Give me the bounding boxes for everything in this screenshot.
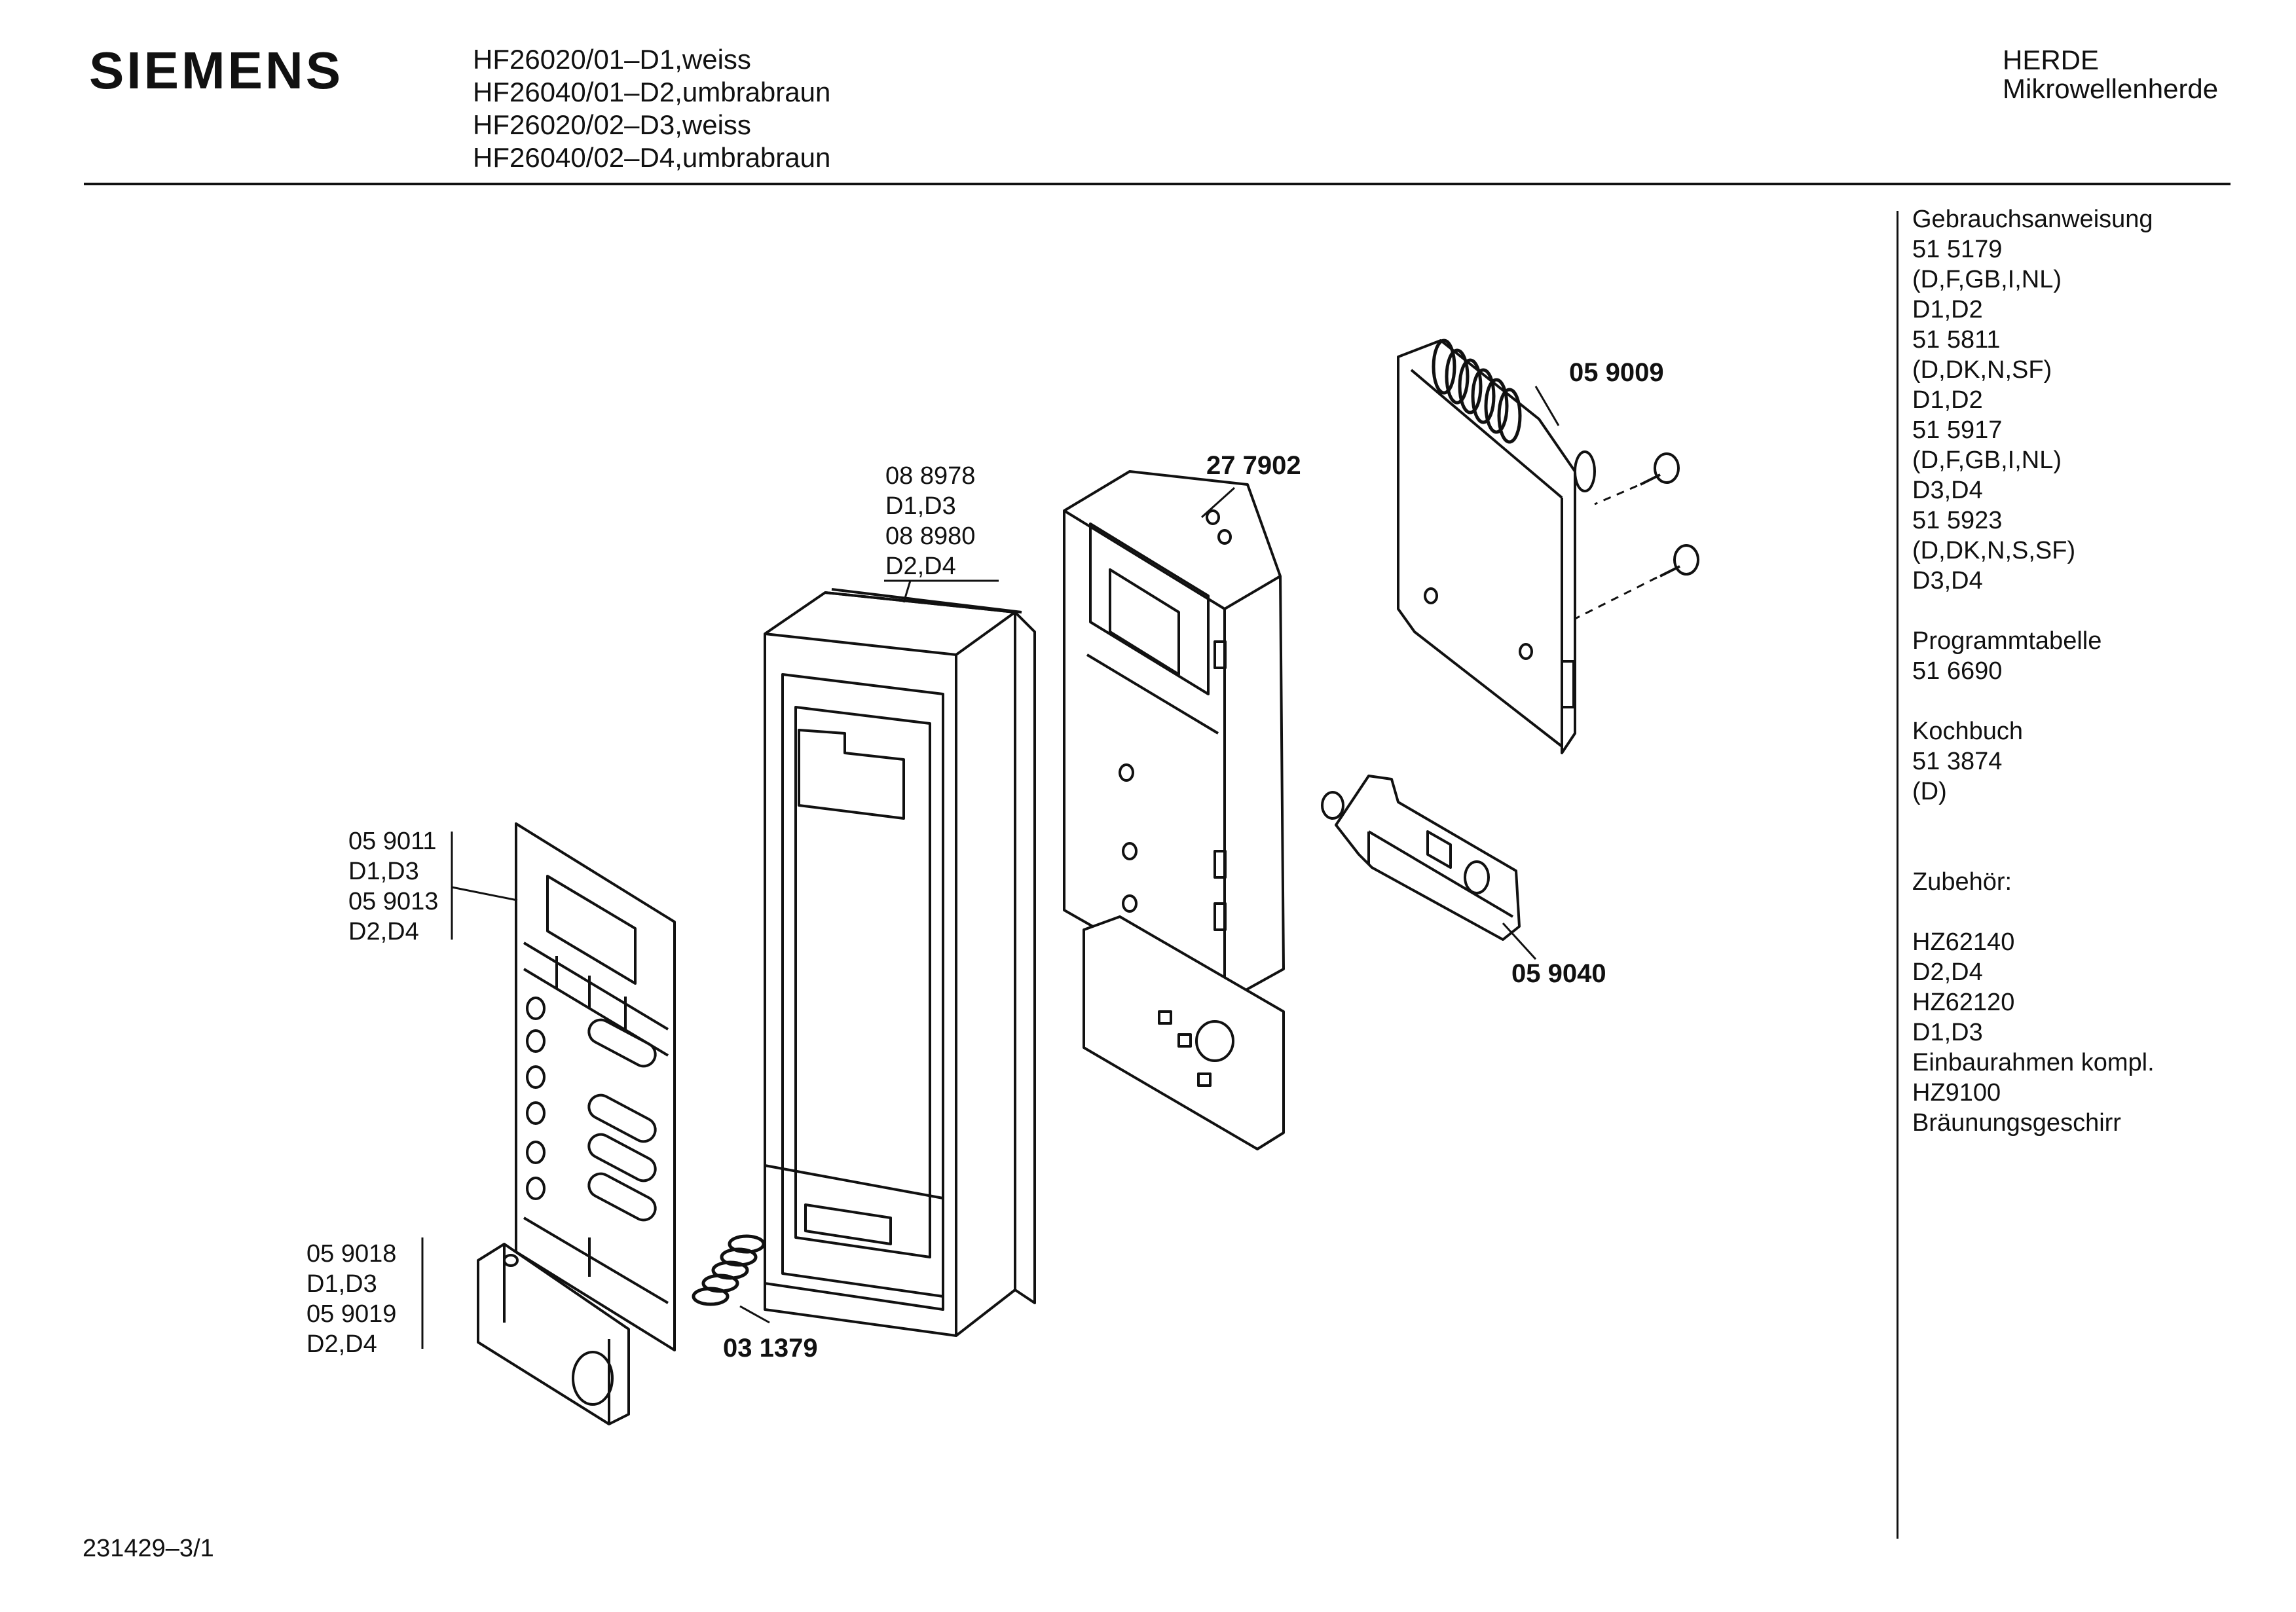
part-number: 05 9018 xyxy=(306,1240,397,1268)
part-variants: D1,D3 xyxy=(885,492,956,520)
panel-key-slots xyxy=(587,1018,657,1222)
subcategory: Mikrowellenherde xyxy=(2003,73,2219,104)
program-title: Programmtabelle xyxy=(1912,627,2102,655)
switch-board-part-label: 05 9009 xyxy=(1569,358,1664,387)
cookbook-title: Kochbuch xyxy=(1912,718,2024,745)
accessory-item: HZ9100 xyxy=(1912,1079,2001,1107)
control-panel-part xyxy=(515,822,676,1351)
accessory-item: Einbaurahmen kompl. xyxy=(1912,1049,2155,1076)
accessory-item: D2,D4 xyxy=(1912,959,1983,986)
control-housing-part xyxy=(1063,470,1285,1150)
manual-title: Gebrauchsanweisung xyxy=(1912,206,2153,233)
accessory-item: D1,D3 xyxy=(1912,1019,1983,1046)
panel-button-circles xyxy=(526,997,546,1200)
spring-part xyxy=(692,1234,766,1306)
part-variants: D1,D3 xyxy=(306,1270,377,1298)
part-variants: D2,D4 xyxy=(885,553,956,580)
part-variants: D2,D4 xyxy=(306,1330,377,1358)
manual-variants: D1,D2 xyxy=(1912,386,1983,414)
category-block: HERDE Mikrowellenherde xyxy=(2003,46,2218,103)
manual-variants: D1,D2 xyxy=(1912,296,1983,323)
manual-number: 51 5923 xyxy=(1912,507,2003,534)
accessory-item: HZ62120 xyxy=(1912,989,2015,1016)
manual-number: 51 5811 xyxy=(1912,326,2001,354)
manual-variants: D3,D4 xyxy=(1912,477,1983,504)
manual-number: 51 5179 xyxy=(1912,236,2003,263)
door-latch-part xyxy=(1321,775,1521,941)
panel-part-labels: 05 9011 D1,D3 05 9013 D2,D4 xyxy=(348,826,438,947)
manual-languages: (D,F,GB,I,NL) xyxy=(1912,266,2062,293)
leader-lines xyxy=(421,386,1560,1349)
model-line: HF26020/01–D1,weiss xyxy=(473,44,751,75)
document-number: 231429–3/1 xyxy=(83,1535,214,1562)
part-number: 05 9019 xyxy=(306,1300,397,1328)
button-part-labels: 05 9018 D1,D3 05 9019 D2,D4 xyxy=(306,1239,396,1359)
header-divider xyxy=(84,183,2231,185)
front-frame-part xyxy=(764,588,1036,1337)
frame-part-labels: 08 8978 D1,D3 08 8980 D2,D4 xyxy=(885,461,975,581)
switch-board-part xyxy=(1397,339,1596,754)
part-number: 08 8980 xyxy=(885,522,976,550)
brand-logo: SIEMENS xyxy=(89,41,344,100)
accessories-title: Zubehör: xyxy=(1912,868,2012,896)
latch-part-label: 05 9040 xyxy=(1511,959,1606,988)
sidebar: Gebrauchsanweisung 51 5179 (D,F,GB,I,NL)… xyxy=(1912,204,2155,1138)
sidebar-divider xyxy=(1897,211,1898,1539)
model-line: HF26020/02–D3,weiss xyxy=(473,109,751,140)
model-list: HF26020/01–D1,weiss HF26040/01–D2,umbrab… xyxy=(473,43,830,174)
program-number: 51 6690 xyxy=(1912,657,2003,685)
screw-part xyxy=(1640,452,1699,577)
accessory-item: Bräunungsgeschirr xyxy=(1912,1109,2121,1137)
manual-languages: (D,DK,N,S,SF) xyxy=(1912,537,2076,564)
model-line: HF26040/01–D2,umbrabraun xyxy=(473,77,831,107)
push-button-part xyxy=(477,1243,630,1425)
accessory-item: HZ62140 xyxy=(1912,928,2015,956)
cookbook-lang: (D) xyxy=(1912,778,1947,805)
housing-part-label: 27 7902 xyxy=(1206,451,1301,480)
model-line: HF26040/02–D4,umbrabraun xyxy=(473,142,831,173)
part-number: 08 8978 xyxy=(885,462,976,490)
manual-languages: (D,F,GB,I,NL) xyxy=(1912,447,2062,474)
manual-number: 51 5917 xyxy=(1912,416,2003,444)
part-variants: D2,D4 xyxy=(348,918,419,945)
spring-coil-element xyxy=(1432,339,1522,444)
manual-variants: D3,D4 xyxy=(1912,567,1983,595)
part-number: 05 9013 xyxy=(348,888,439,915)
category: HERDE xyxy=(2003,45,2100,75)
manual-languages: (D,DK,N,SF) xyxy=(1912,356,2052,384)
spring-part-label: 03 1379 xyxy=(723,1334,818,1363)
part-variants: D1,D3 xyxy=(348,858,419,885)
cookbook-number: 51 3874 xyxy=(1912,748,2003,775)
part-number: 05 9011 xyxy=(348,828,437,855)
